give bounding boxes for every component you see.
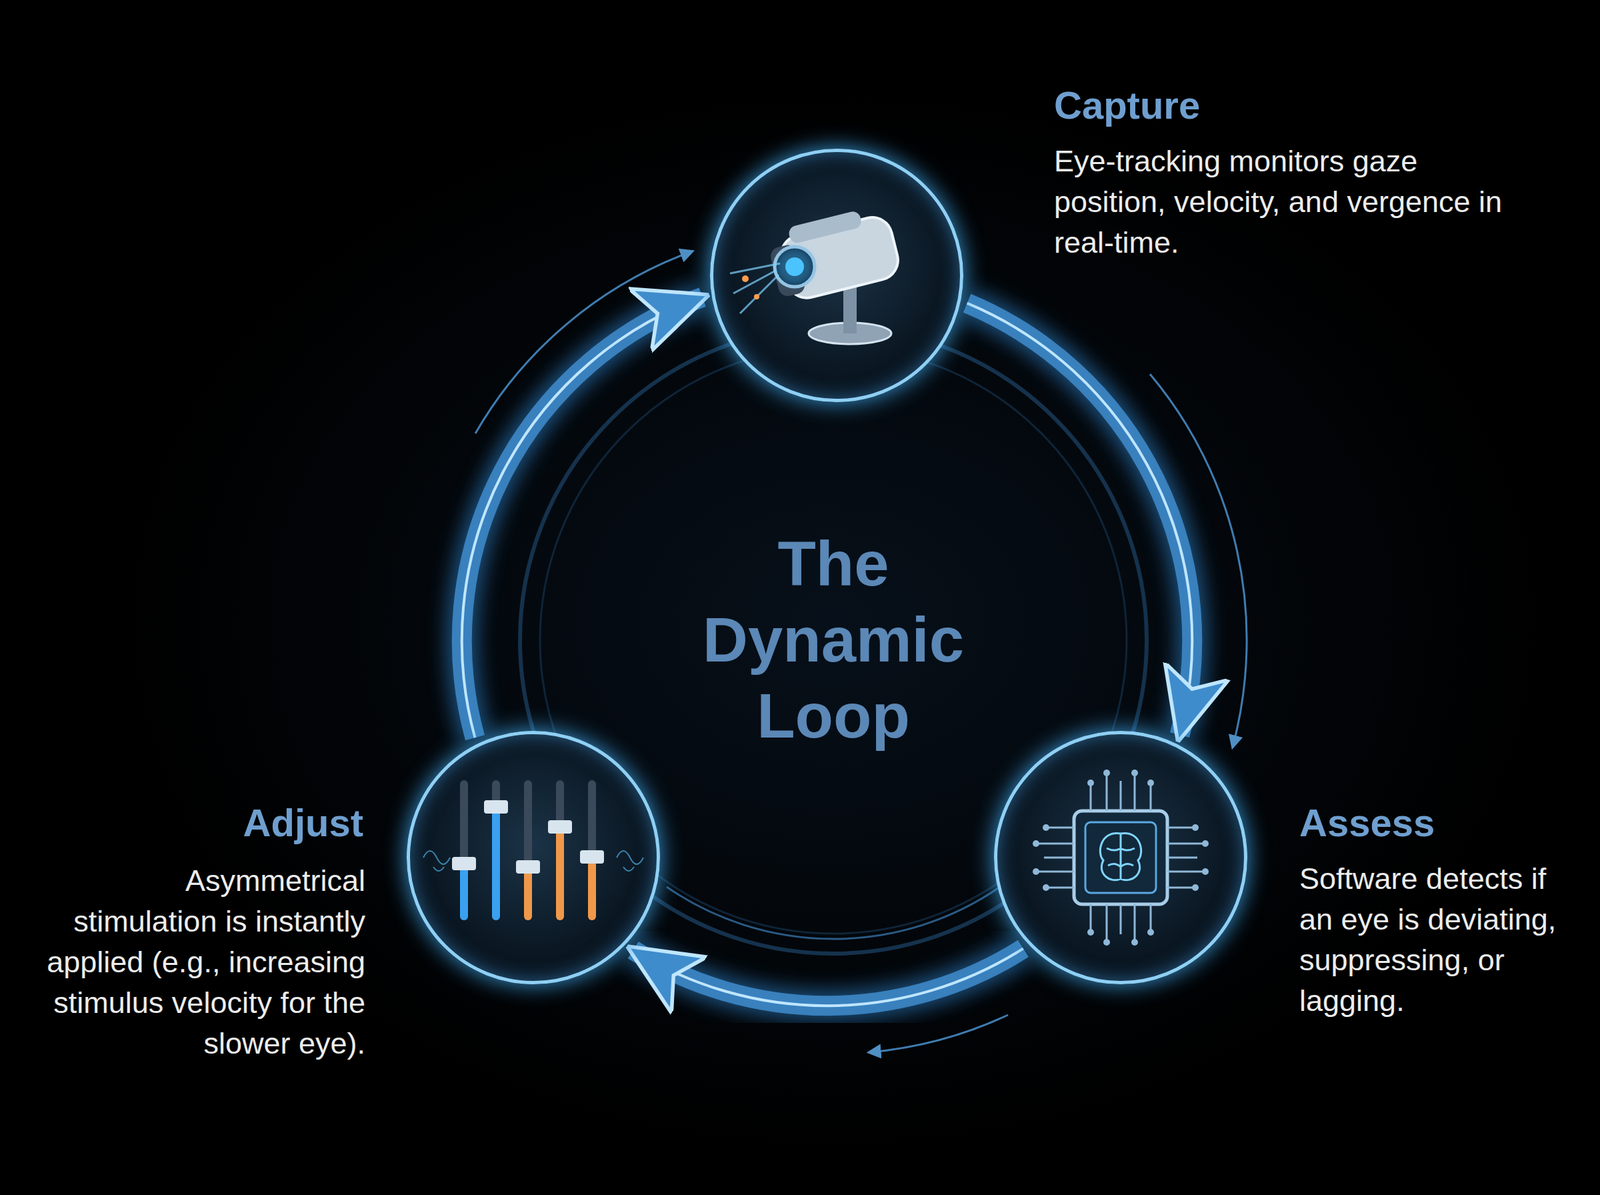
step-circle: AdjustAsymmetrical stimulation is instan… bbox=[406, 730, 660, 984]
circle-fill bbox=[712, 151, 961, 400]
step-circle: AssessSoftware detects if an eye is devi… bbox=[994, 730, 1248, 984]
arrow-line bbox=[462, 297, 703, 738]
arrow-band bbox=[633, 948, 1024, 1006]
arrow-glow bbox=[967, 303, 1193, 735]
step-description: Asymmetrical stimulation is instantly ap… bbox=[39, 860, 366, 1064]
loop-arrow bbox=[967, 303, 1193, 735]
loop-arrow bbox=[633, 948, 1024, 1006]
thin-arc bbox=[869, 1014, 1008, 1052]
arrow-line bbox=[633, 948, 1024, 1006]
step-heading: Assess bbox=[1299, 799, 1580, 846]
inner-arc bbox=[666, 886, 1000, 939]
step-description: Eye-tracking monitors gaze position, vel… bbox=[1054, 140, 1508, 263]
step-heading: Adjust bbox=[83, 799, 364, 846]
camera-icon bbox=[730, 203, 902, 344]
arrow-band bbox=[967, 303, 1193, 735]
loop-arrow bbox=[462, 297, 703, 738]
arrow-glow bbox=[633, 948, 1024, 1006]
arrow-band bbox=[462, 297, 703, 738]
circle-fill bbox=[409, 733, 658, 982]
step-description: Software detects if an eye is deviating,… bbox=[1299, 858, 1566, 1021]
step-heading: Capture bbox=[1054, 82, 1521, 129]
circle-fill bbox=[996, 733, 1245, 982]
step-circle: CaptureEye-tracking monitors gaze positi… bbox=[710, 148, 964, 402]
arrow-line bbox=[967, 303, 1193, 735]
diagram-title: The Dynamic Loop bbox=[686, 526, 980, 754]
arrow-glow bbox=[462, 297, 703, 738]
chip-icon bbox=[1032, 769, 1209, 946]
equalizer-icon bbox=[423, 780, 644, 920]
thin-arc bbox=[475, 251, 692, 434]
